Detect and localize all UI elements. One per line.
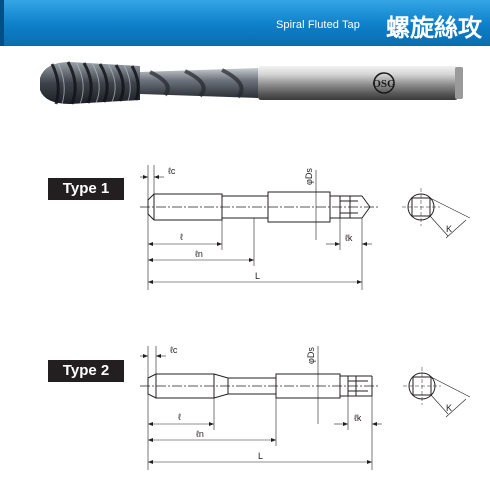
- t1-dim-K: K: [446, 224, 452, 234]
- t1-dim-ds: φDs: [304, 168, 314, 185]
- osg-logo: [373, 72, 395, 94]
- t2-dim-K: K: [446, 403, 452, 413]
- t1-dim-lk: ℓk: [345, 233, 353, 243]
- type-2-label: Type 2: [48, 360, 124, 382]
- header-accent-bar: [0, 0, 4, 46]
- t2-dim-L: L: [258, 451, 263, 461]
- t2-dim-lc: ℓc: [170, 345, 178, 355]
- product-title: 螺旋絲攻: [386, 14, 482, 42]
- type-1-label: Type 1: [48, 178, 124, 200]
- t2-dim-lk: ℓk: [354, 413, 362, 423]
- tap-photo: OSG: [40, 61, 463, 105]
- t2-dim-ds: φDs: [306, 347, 316, 364]
- t2-dim-ln: ℓn: [196, 429, 204, 439]
- t1-dim-L: L: [255, 271, 260, 281]
- t1-dim-lc: ℓc: [168, 166, 176, 176]
- t1-dim-ln: ℓn: [195, 249, 203, 259]
- t2-dim-l: ℓ: [178, 412, 182, 422]
- product-subtitle: Spiral Fluted Tap: [275, 19, 360, 31]
- tap-shank: [258, 66, 458, 100]
- header-banner: Spiral Fluted Tap 螺旋絲攻: [0, 0, 490, 46]
- t1-dim-l: ℓ: [180, 232, 184, 242]
- osg-logo-text: OSG: [372, 78, 396, 90]
